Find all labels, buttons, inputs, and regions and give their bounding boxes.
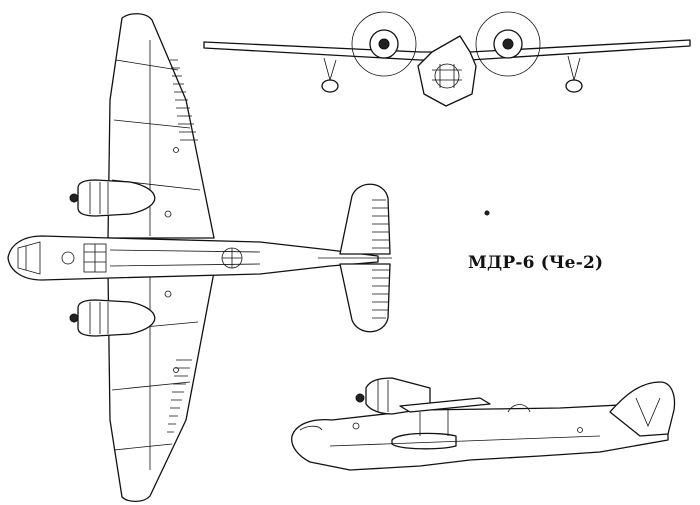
top-view-fuselage [7,235,379,281]
top-view-tailplane-lower [339,263,391,333]
top-view-upper-wing [107,13,215,239]
top-view-right-engine [69,299,156,337]
side-view-hull [291,403,669,471]
side-view [291,377,676,471]
drawing-caption: МДР-6 (Че-2) [468,253,604,273]
ink-mark [484,210,490,216]
top-view [7,13,392,503]
side-view-fin [609,381,676,437]
front-view [203,11,691,107]
top-view-tailplane [339,183,391,255]
front-view-right-propeller [475,11,541,77]
front-view-hull [417,35,477,107]
front-view-left-propeller [351,11,417,77]
top-view-left-engine [69,179,156,217]
